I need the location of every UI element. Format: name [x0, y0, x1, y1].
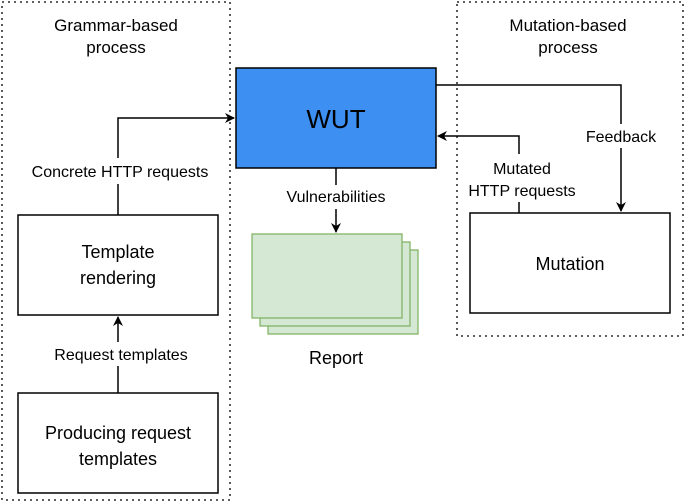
edge-label-mutated-line2: HTTP requests [468, 183, 575, 200]
label-bg-feedback [578, 124, 664, 148]
template-rendering-label-line1: Template [81, 242, 154, 262]
grammar-group-title-line1: Grammar-based [54, 16, 178, 35]
producing-templates-node [17, 392, 219, 494]
label-bg-concrete [14, 158, 224, 184]
producing-templates-label-line2: templates [79, 449, 157, 469]
mutation-node [469, 212, 671, 314]
label-bg-mutated [462, 154, 590, 202]
edge-label-request-templates: Request templates [54, 347, 187, 364]
label-bg-vulnerabilities [276, 185, 396, 209]
wut-label: WUT [306, 104, 365, 134]
producing-templates-label-line1: Producing request [45, 423, 191, 443]
grammar-group-border [1, 1, 231, 501]
edge-label-feedback: Feedback [586, 129, 657, 146]
report-stack [251, 233, 419, 335]
mutation-group-title-line2: process [538, 38, 598, 57]
edge-wut-feedback-to-mutation [436, 84, 626, 212]
edge-label-vulnerabilities: Vulnerabilities [286, 189, 385, 206]
mutation-group-title-line1: Mutation-based [509, 16, 626, 35]
template-rendering-node [17, 214, 219, 316]
template-rendering-label-line2: rendering [80, 268, 156, 288]
report-label: Report [309, 348, 363, 368]
report-page-front [251, 233, 403, 319]
grammar-group-title-line2: process [86, 38, 146, 57]
edge-label-mutated-line1: Mutated [493, 161, 551, 178]
mutation-group-border [456, 1, 684, 337]
mutation-label: Mutation [535, 254, 604, 274]
label-bg-request-templates [40, 342, 200, 366]
edge-label-concrete-requests: Concrete HTTP requests [32, 164, 209, 181]
